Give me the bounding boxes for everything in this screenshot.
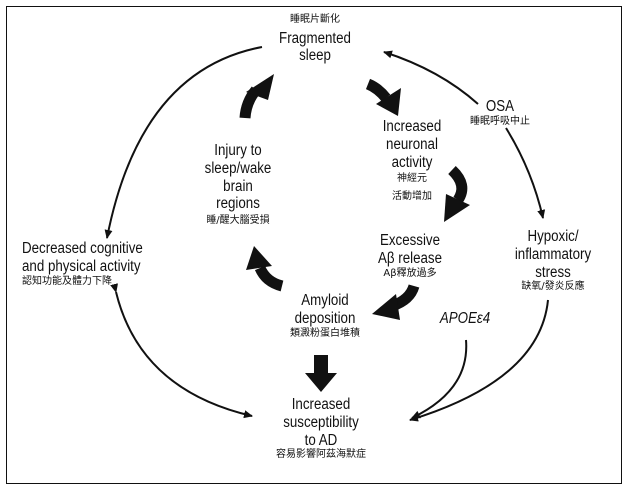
node-decreased-activity: Decreased cognitive and physical activit…: [22, 240, 212, 287]
node-susceptibility-line-2: susceptibility: [283, 413, 359, 431]
node-susceptibility-zh: 容易影響阿茲海默症: [276, 449, 366, 461]
node-injury-line-1: Injury to: [214, 142, 262, 159]
thick-arrow-fragmented-to-neuronal: [365, 78, 391, 102]
thick-arrow-neuronal-to-abeta: [448, 165, 468, 204]
node-susceptibility-line-3: to AD: [304, 431, 338, 449]
node-injury-en: Injury to sleep/wake brain regions: [186, 142, 289, 213]
node-abeta-line-1: Excessive: [379, 232, 441, 249]
node-injury-line-3: brain: [223, 177, 253, 195]
node-amyloid-line-2: deposition: [294, 309, 356, 327]
node-susceptibility: Increased susceptibility to AD 容易影響阿茲海默症: [256, 396, 386, 461]
node-hypoxic-en: Hypoxic/ inflammatory stress: [501, 228, 604, 281]
node-neuronal-line-2: neuronal: [386, 135, 438, 153]
node-abeta-en: Excessive Aβ release: [358, 232, 461, 268]
node-injury-line-4: regions: [216, 195, 260, 213]
node-fragmented-sleep-en: Fragmented sleep: [263, 30, 366, 66]
node-fragmented-sleep: 睡眠片斷化 Fragmented sleep: [255, 14, 375, 65]
node-apoe: APOEε4: [420, 310, 510, 328]
node-apoe-en: APOEε4: [439, 310, 491, 327]
thick-arrow-amyloid-to-injury: [254, 265, 284, 292]
thick-arrow-head-2: [444, 194, 470, 222]
node-amyloid-line-1: Amyloid: [301, 292, 349, 309]
arrow-fragmented-to-decreased: [104, 46, 263, 239]
arrow-hypoxic-to-susceptibility: [409, 299, 549, 422]
thick-arrow-amyloid-to-susceptibility-shaft: [314, 355, 328, 375]
arrow-apoe-to-susceptibility: [411, 339, 468, 419]
node-neuronal-line-1: Increased: [382, 118, 442, 135]
node-hypoxic-line-1: Hypoxic/: [527, 228, 579, 245]
node-decreased-line-2: and physical activity: [22, 257, 141, 275]
node-susceptibility-line-1: Increased: [291, 396, 351, 413]
arrow-osa-to-hypoxic: [505, 127, 546, 219]
node-decreased-en: Decreased cognitive and physical activit…: [22, 240, 185, 276]
node-injury-zh: 睡/醒大腦受損: [206, 215, 270, 227]
node-hypoxic-line-2: inflammatory: [514, 245, 592, 263]
node-increased-neuronal-activity: Increased neuronal activity 神經元 活動增加: [352, 118, 472, 202]
thick-arrow-head-4: [246, 246, 272, 270]
thick-arrow-head-3: [372, 294, 400, 320]
node-hypoxic-zh: 缺氧/發炎反應: [521, 281, 585, 293]
node-abeta-zh: Aβ釋放過多: [383, 267, 437, 279]
thick-arrow-head-5: [246, 74, 274, 100]
thick-arrow-amyloid-to-susceptibility-head: [305, 373, 337, 392]
node-excessive-abeta: Excessive Aβ release Aβ釋放過多: [350, 232, 470, 279]
node-decreased-line-1: Decreased cognitive: [22, 240, 143, 257]
node-neuronal-zh-1: 神經元: [397, 173, 427, 185]
node-abeta-line-2: Aβ release: [378, 249, 442, 267]
diagram-frame: [6, 6, 622, 484]
node-amyloid: Amyloid deposition 類澱粉蛋白堆積: [265, 292, 385, 339]
node-neuronal-line-3: activity: [391, 153, 433, 171]
node-osa: OSA 睡眠呼吸中止: [455, 98, 545, 127]
arrow-decreased-to-susceptibility: [110, 283, 253, 419]
node-amyloid-en: Amyloid deposition: [273, 292, 376, 328]
node-susceptibility-en: Increased susceptibility to AD: [265, 396, 377, 449]
node-neuronal-zh: 神經元 活動增加: [352, 173, 472, 202]
arrow-osa-to-fragmented: [383, 50, 479, 105]
node-neuronal-zh-2: 活動增加: [392, 190, 432, 202]
node-fragmented-sleep-line-1: Fragmented: [279, 29, 351, 47]
node-fragmented-sleep-line-2: sleep: [299, 47, 331, 65]
node-osa-en: OSA: [485, 98, 515, 115]
thick-arrow-head-1: [376, 88, 401, 116]
node-decreased-zh: 認知功能及體力下降: [22, 275, 112, 287]
node-hypoxic-stress: Hypoxic/ inflammatory stress 缺氧/發炎反應: [493, 228, 613, 293]
node-fragmented-sleep-zh: 睡眠片斷化: [290, 14, 340, 25]
node-hypoxic-line-3: stress: [535, 263, 571, 281]
node-injury: Injury to sleep/wake brain regions 睡/醒大腦…: [178, 142, 298, 227]
node-injury-line-2: sleep/wake: [204, 159, 272, 177]
node-neuronal-en: Increased neuronal activity: [360, 118, 463, 171]
node-amyloid-zh: 類澱粉蛋白堆積: [290, 327, 360, 339]
node-osa-zh: 睡眠呼吸中止: [470, 115, 530, 127]
